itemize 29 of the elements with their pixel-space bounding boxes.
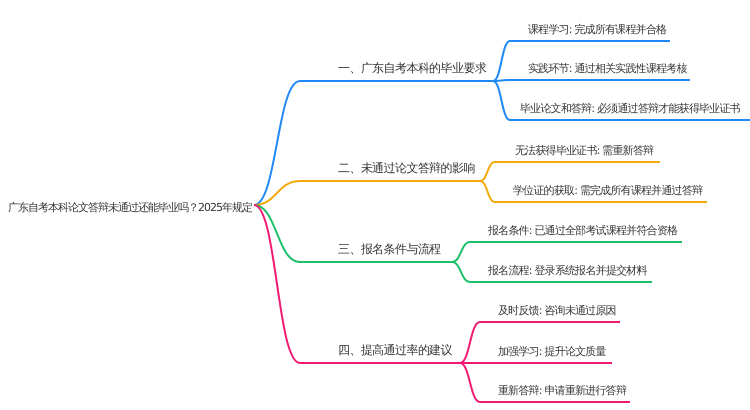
branch-line <box>492 80 510 121</box>
branch-topic: 三、报名条件与流程 <box>300 236 452 263</box>
branch-line <box>460 362 480 364</box>
branch-line <box>460 362 480 403</box>
branch-line <box>254 204 300 364</box>
branch-line <box>254 204 300 263</box>
subtopic: 无法获得毕业证书: 需重新答辩 <box>495 135 660 163</box>
branch-line <box>480 180 496 203</box>
subtopic: 及时反馈: 咨询未通过原因 <box>480 295 620 323</box>
branch-line <box>460 321 480 364</box>
branch-line <box>254 180 300 206</box>
branch-line <box>452 261 470 283</box>
subtopic: 报名条件: 已通过全部考试课程并符合资格 <box>470 215 682 243</box>
central-topic: 广东自考本科论文答辩未通过还能毕业吗？2025年规定 <box>6 195 254 215</box>
branch-topic: 四、提高通过率的建议 <box>300 337 460 364</box>
branch-line <box>492 40 510 82</box>
subtopic: 重新答辩: 申请重新进行答辩 <box>480 375 630 403</box>
subtopic: 学位证的获取: 需完成所有课程并通过答辩 <box>495 175 707 203</box>
subtopic: 实践环节: 通过相关实践性课程考核 <box>510 53 690 81</box>
subtopic: 课程学习: 完成所有课程并合格 <box>510 14 670 42</box>
branch-line <box>254 80 300 206</box>
branch-line <box>452 241 470 263</box>
branch-topic: 一、广东自考本科的毕业要求 <box>300 55 493 82</box>
subtopic: 报名流程: 登录系统报名并提交材料 <box>470 255 652 283</box>
subtopic: 加强学习: 提升论文质量 <box>480 336 612 364</box>
branch-line <box>480 161 496 182</box>
branch-line <box>492 79 510 82</box>
subtopic: 毕业论文和答辩: 必须通过答辩才能获得毕业证书 <box>510 93 750 121</box>
branch-topic: 二、未通过论文答辩的影响 <box>300 155 480 182</box>
